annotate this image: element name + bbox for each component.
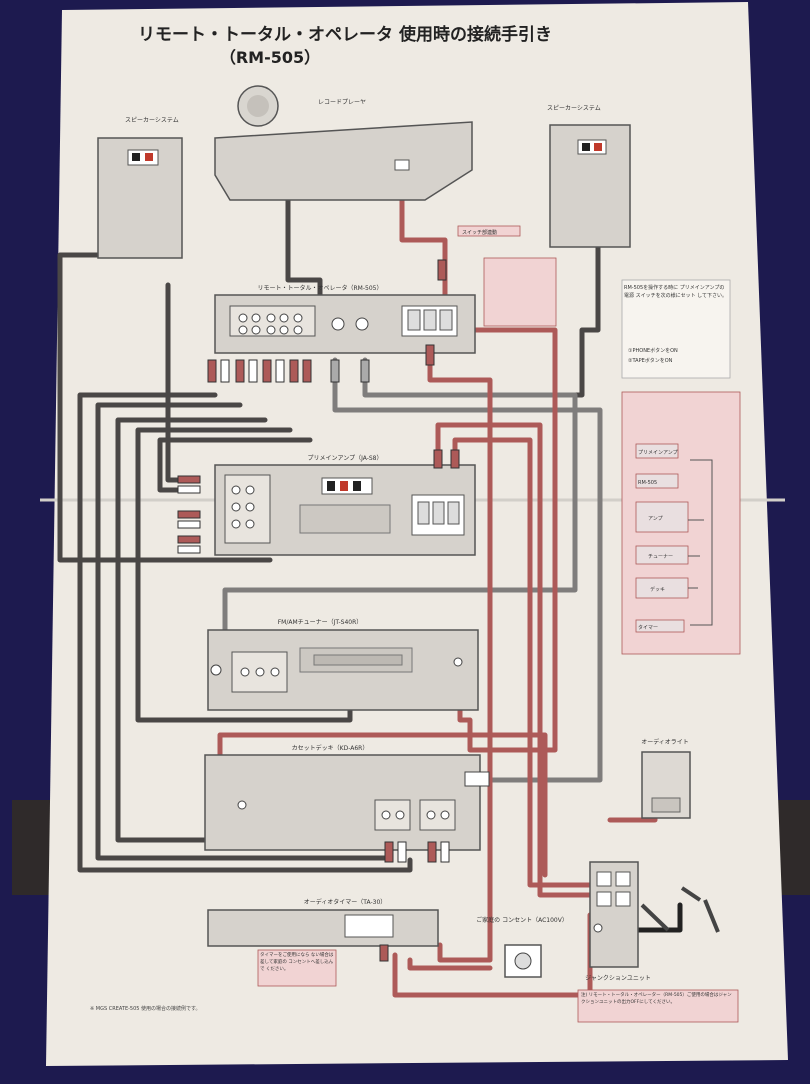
side-panel-label-3: アンプ: [648, 516, 663, 522]
remote-operator: リモート・トータル・オペレータ（RM-505）: [214, 284, 476, 354]
timer-label: オーディオタイマー（TA-30）: [304, 898, 387, 906]
amp-plugs: [177, 449, 460, 554]
timer-note-box: [257, 949, 337, 987]
side-panel-label-2: RM-505: [638, 480, 657, 486]
cassette-deck: カセットデッキ（KD-A6R）: [204, 744, 490, 863]
right-note-wrap: RM-505を操作する時に プリメインアンプの電源 スイッチを次の様にセット し…: [624, 285, 728, 299]
side-panel: プリメインアンプ RM-505 アンプ チューナー デッキ タイマー: [621, 391, 741, 655]
tuner: FM/AMチューナー（JT-S40R）: [207, 619, 479, 711]
remote-plugs: [207, 259, 447, 383]
timer-note: タイマーをご使用になら ない場合は差して家庭の コンセントへ差し込んで ください…: [260, 953, 334, 972]
cassette-label: カセットデッキ（KD-A6R）: [292, 744, 369, 752]
cable-cassette-control: [332, 357, 603, 783]
record-player: レコードプレーヤ: [214, 85, 473, 201]
tuner-label: FM/AMチューナー（JT-S40R）: [278, 619, 363, 626]
remote-operator-label: リモート・トータル・オペレータ（RM-505）: [258, 284, 383, 292]
speaker-right-label: スピーカーシステム: [547, 105, 601, 112]
cable-rec-l: [77, 392, 413, 873]
side-panel-label-5: デッキ: [650, 586, 665, 593]
amplifier-label: プリメインアンプ（JA-S8）: [307, 455, 382, 462]
speaker-left-label: スピーカーシステム: [125, 117, 179, 124]
cable-player-ground: [285, 167, 323, 303]
right-note: RM-505を操作する時に プリメインアンプの電源 スイッチを次の様にセット し…: [624, 285, 728, 299]
amplifier: プリメインアンプ（JA-S8）: [214, 455, 476, 556]
speaker-right: スピーカーシステム: [547, 105, 631, 248]
title-line1: リモート・トータル・オペレータ 使用時の接続手引き: [138, 24, 552, 45]
cable-speaker-right: [572, 167, 601, 398]
right-option-1: ①PHONEボタンをON: [628, 347, 678, 354]
cable-amp-power-2: [435, 422, 598, 898]
cable-outlet: [407, 957, 493, 971]
junction-unit: ジャンクションユニット: [585, 861, 720, 982]
audio-timer: オーディオタイマー（TA-30）: [207, 898, 439, 962]
cable-amp-power: [452, 437, 593, 888]
cable-tape-out: [115, 417, 268, 843]
right-note-box: [621, 279, 731, 379]
mid-note-box: [483, 257, 557, 327]
footer-note: ※ MGS CREATE-505 使用の場合の接続例です。: [90, 1005, 201, 1012]
side-panel-label-1: プリメインアンプ: [638, 450, 678, 456]
cable-junction-plug: [617, 902, 683, 933]
cable-tuner-power: [452, 327, 558, 753]
audio-light: オーディオライト: [641, 738, 691, 819]
switch-callout-box: [457, 225, 521, 237]
right-option-2: ②TAPEボタンをON: [628, 357, 673, 364]
timer-note-wrap: タイマーをご使用になら ない場合は差して家庭の コンセントへ差し込んで ください…: [260, 953, 334, 972]
wall-outlet: ご家庭の コンセント（AC100V）: [476, 916, 568, 978]
side-panel-label-4: チューナー: [648, 554, 673, 560]
audio-light-label: オーディオライト: [641, 738, 689, 746]
speaker-left: スピーカーシステム: [97, 117, 183, 259]
junction-label: ジャンクションユニット: [585, 975, 651, 982]
title-line2: （RM-505）: [220, 48, 320, 67]
outlet-label: ご家庭の コンセント（AC100V）: [476, 916, 568, 924]
side-panel-label-6: タイマー: [638, 624, 658, 631]
switch-callout: スイッチ部連動: [462, 229, 497, 236]
bottom-note-wrap: 注) リモート・トータル・オペレーター（RM-505）ご使用の場合はジャンクショ…: [581, 993, 732, 1005]
record-player-label: レコードプレーヤ: [318, 99, 366, 106]
bottom-note-box: [577, 989, 739, 1023]
cable-tuner-control: [222, 357, 578, 643]
cable-timer-power: [427, 342, 493, 963]
bottom-note: 注) リモート・トータル・オペレーター（RM-505）ご使用の場合はジャンクショ…: [581, 993, 732, 1005]
